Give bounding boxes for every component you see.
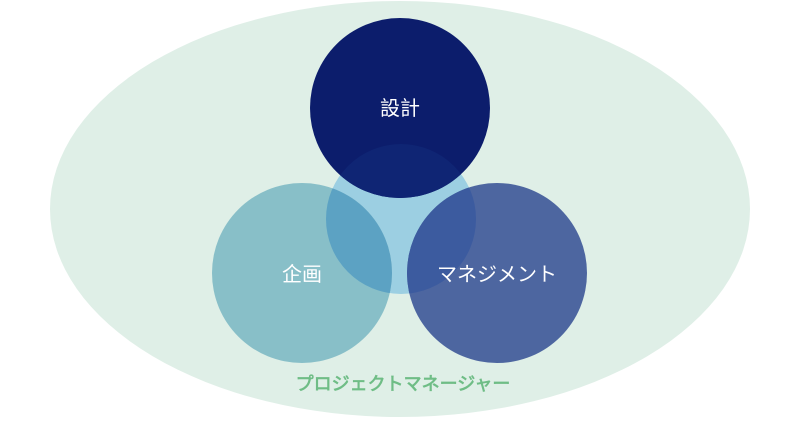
design-label: 設計 [380, 96, 420, 120]
project-manager-label: プロジェクトマネージャー [296, 373, 511, 395]
design-circle [310, 18, 490, 198]
planning-label: 企画 [282, 262, 322, 286]
design-center-overlap [326, 144, 476, 198]
management-label: マネジメント [437, 262, 557, 286]
planning-center-overlap [326, 183, 392, 294]
management-center-overlap [407, 183, 476, 294]
